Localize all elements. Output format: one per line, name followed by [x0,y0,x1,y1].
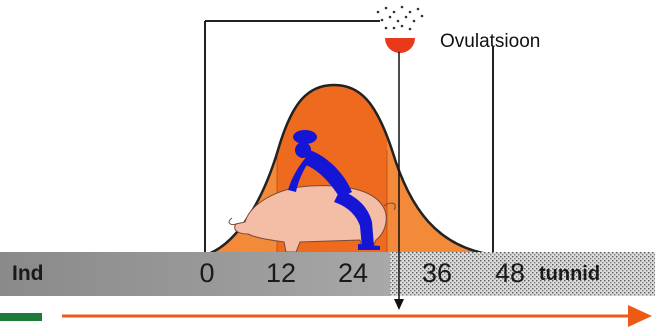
green-marker [0,313,42,321]
tick-label-24: 24 [337,258,369,288]
estrus-curve-outline [204,83,494,257]
ovulation-marker-arrowhead [394,299,404,310]
farmer-illustration [288,130,380,250]
time-arrow-head [628,305,652,327]
tick-label-12: 12 [265,258,297,288]
ovulation-label: Ovulatsioon [440,31,541,52]
timeline-bar-solid [0,252,390,296]
ovulating-egg-icon [376,5,424,53]
unit-label: tunnid [539,263,601,285]
tick-label-0: 0 [199,258,215,288]
tick-label-36: 36 [421,258,453,288]
tick-label-48: 48 [494,258,526,288]
estrus-start-label: Ind [12,262,44,285]
